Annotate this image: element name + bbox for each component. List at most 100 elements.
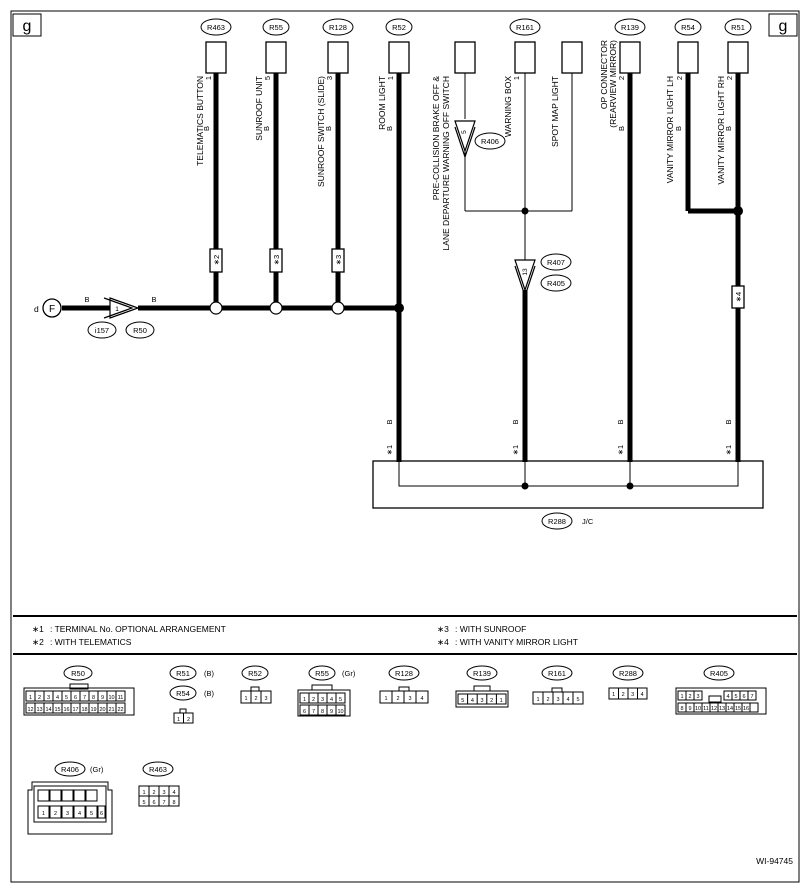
svg-text:B: B [617, 126, 626, 131]
label-op-connector: OP CONNECTOR [599, 40, 609, 109]
svg-text:B: B [385, 419, 394, 424]
svg-text:10: 10 [108, 695, 114, 701]
svg-text:11: 11 [118, 695, 124, 701]
connector-r288: R288 [548, 517, 566, 526]
notes: ∗1 : TERMINAL No. OPTIONAL ARRANGEMENT ∗… [32, 624, 578, 647]
svg-text:(B): (B) [204, 669, 215, 678]
svg-text:1: 1 [177, 717, 180, 723]
svg-text:: WITH SUNROOF: : WITH SUNROOF [455, 624, 526, 634]
connector-r128: R128 [329, 23, 347, 32]
svg-text:5: 5 [461, 698, 464, 704]
svg-text:(Gr): (Gr) [90, 765, 104, 774]
splice-points [209, 206, 743, 315]
svg-text:R463: R463 [149, 765, 167, 774]
svg-text:R52: R52 [248, 669, 262, 678]
svg-text:9: 9 [688, 706, 691, 712]
svg-text:B: B [724, 126, 733, 131]
svg-text:1: 1 [680, 694, 683, 700]
label-pre-collision-b: LANE DEPARTURE WARNING OFF SWITCH [441, 76, 451, 251]
label-sunroof-switch: SUNROOF SWITCH (SLIDE) [316, 76, 326, 187]
svg-text:4: 4 [420, 696, 423, 702]
svg-text:B: B [616, 419, 625, 424]
svg-text:5: 5 [734, 694, 737, 700]
inline-connector-r50: 1 i157 R50 [87, 297, 155, 339]
connector-r139: R139 [621, 23, 639, 32]
svg-text:3: 3 [162, 790, 165, 796]
svg-text:R139: R139 [473, 669, 491, 678]
svg-text:4: 4 [56, 695, 59, 701]
svg-text:R54: R54 [176, 689, 190, 698]
svg-text:12: 12 [711, 706, 717, 712]
svg-text:∗3: ∗3 [334, 255, 343, 265]
svg-text:20: 20 [99, 707, 105, 713]
svg-text:B: B [262, 126, 271, 131]
svg-text:R55: R55 [315, 669, 329, 678]
svg-text:8: 8 [680, 706, 683, 712]
svg-text:19: 19 [90, 707, 96, 713]
svg-text:F: F [49, 304, 55, 315]
svg-text:7: 7 [162, 800, 165, 806]
connector-r463: R463 [207, 23, 225, 32]
svg-text:∗1: ∗1 [385, 445, 394, 455]
svg-text:B: B [385, 126, 394, 131]
svg-text:22: 22 [117, 707, 123, 713]
svg-text:1: 1 [244, 696, 247, 702]
svg-text:6: 6 [152, 800, 155, 806]
svg-text:2: 2 [54, 811, 57, 817]
svg-text:3: 3 [66, 811, 69, 817]
svg-text:B: B [84, 295, 89, 304]
svg-text:∗1: ∗1 [616, 445, 625, 455]
svg-text:3: 3 [556, 697, 559, 703]
svg-text:R50: R50 [71, 669, 85, 678]
svg-text:5: 5 [461, 130, 468, 134]
svg-text:4: 4 [330, 697, 333, 703]
svg-text:7: 7 [750, 694, 753, 700]
svg-text:5: 5 [65, 695, 68, 701]
svg-text:2: 2 [675, 76, 684, 80]
svg-text:B: B [511, 419, 520, 424]
svg-text:14: 14 [45, 707, 51, 713]
svg-text:R288: R288 [619, 669, 637, 678]
svg-text:∗4: ∗4 [437, 637, 449, 647]
svg-text:16: 16 [63, 707, 69, 713]
svg-text:1: 1 [512, 76, 521, 80]
diagram-id: WI-94745 [756, 856, 793, 866]
svg-text:3: 3 [696, 694, 699, 700]
svg-text:∗4: ∗4 [734, 292, 743, 302]
connector-r406: R406 [481, 137, 499, 146]
label-spot-map-light: SPOT MAP LIGHT [550, 76, 560, 147]
svg-text:5: 5 [142, 800, 145, 806]
svg-text:4: 4 [726, 694, 729, 700]
svg-text:14: 14 [727, 706, 733, 712]
svg-text:4: 4 [471, 698, 474, 704]
svg-text:2: 2 [38, 695, 41, 701]
svg-text:4: 4 [566, 697, 569, 703]
svg-text:4: 4 [172, 790, 175, 796]
svg-text:10: 10 [337, 709, 343, 715]
svg-text:2: 2 [546, 697, 549, 703]
svg-text:1: 1 [384, 696, 387, 702]
svg-text:5: 5 [90, 811, 93, 817]
svg-text:1: 1 [303, 697, 306, 703]
svg-text:1: 1 [612, 692, 615, 698]
svg-text:8: 8 [92, 695, 95, 701]
svg-text:2: 2 [688, 694, 691, 700]
svg-text:∗3: ∗3 [437, 624, 449, 634]
inline-connector-r407: 13 R407 R405 [514, 253, 572, 298]
ground-terminal: d F B B [34, 295, 157, 318]
svg-text:21: 21 [108, 707, 114, 713]
svg-text:17: 17 [72, 707, 78, 713]
svg-text:∗2: ∗2 [212, 255, 221, 265]
svg-text:3: 3 [480, 698, 483, 704]
svg-text:B: B [724, 419, 733, 424]
svg-text:4: 4 [641, 692, 644, 698]
svg-text:∗2: ∗2 [32, 637, 44, 647]
svg-text:2: 2 [725, 76, 734, 80]
rotated-labels: TELEMATICS BUTTON 1 B SUNROOF UNIT 5 B S… [195, 40, 734, 251]
svg-text:1: 1 [115, 306, 119, 313]
